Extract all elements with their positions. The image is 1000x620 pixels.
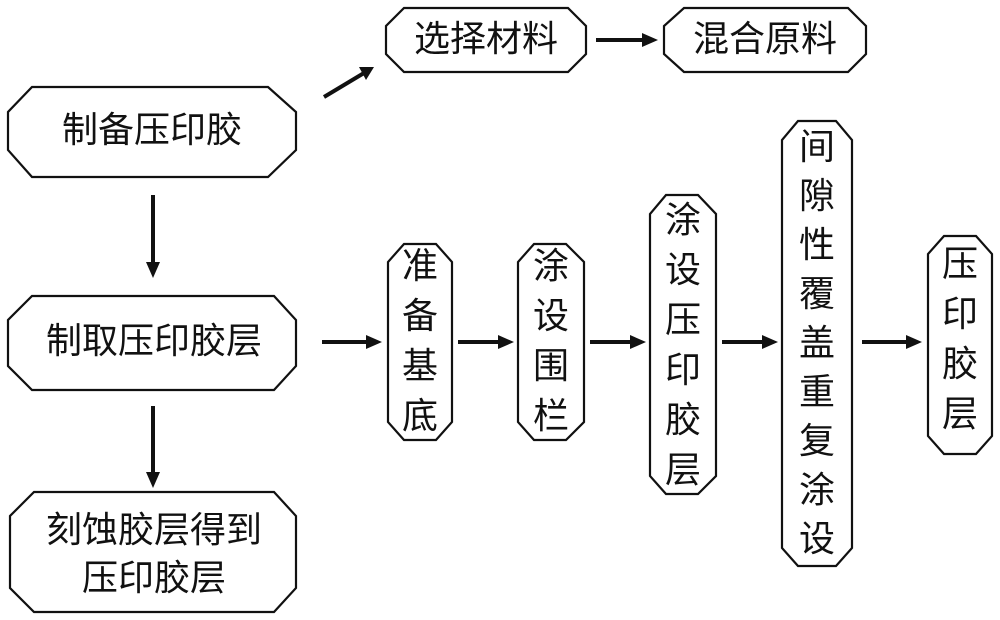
node-coat-fence-char-4: 栏 <box>533 396 569 437</box>
node-prepare-imprint-glue-box <box>6 85 298 179</box>
node-etch-glue-layer-line2: 压印胶层 <box>82 558 226 599</box>
arrow-substrate-to-fence-head <box>498 335 514 349</box>
node-coat-imprint-glue-layer-box <box>648 193 718 496</box>
node-gap-cover-repeat-coating-char-6: 重 <box>799 372 835 413</box>
node-coat-fence-box <box>516 242 586 442</box>
node-select-material-label: 选择材料 <box>414 19 558 60</box>
node-prepare-substrate-box <box>386 242 454 442</box>
node-coat-imprint-glue-layer-char-6: 层 <box>665 450 701 491</box>
node-imprint-glue-layer-char-3: 胶 <box>942 344 978 385</box>
node-prepare-substrate-char-3: 基 <box>402 346 438 387</box>
node-gap-cover-repeat-coating-box <box>780 119 854 568</box>
node-gap-cover-repeat-coating-char-5: 盖 <box>799 323 835 364</box>
node-imprint-glue-layer-char-4: 层 <box>942 394 978 435</box>
node-make-imprint-glue-layer-label: 制取压印胶层 <box>46 321 262 362</box>
node-coat-imprint-glue-layer-char-5: 胶 <box>665 400 701 441</box>
arrow-coat-layer-to-gap-cover-head <box>762 335 778 349</box>
node-gap-cover-repeat-coating-char-3: 性 <box>799 225 835 266</box>
arrow-make-layer-to-substrate-head <box>366 335 382 349</box>
node-prepare-substrate-char-4: 底 <box>402 396 438 437</box>
arrow-select-to-mix-head <box>642 33 658 47</box>
node-coat-imprint-glue-layer-char-1: 涂 <box>665 200 701 241</box>
arrow-prepare-to-select-head <box>359 67 374 80</box>
node-gap-cover-repeat-coating-char-9: 设 <box>799 519 835 560</box>
node-imprint-glue-layer-box <box>926 234 994 456</box>
node-make-imprint-glue-layer-box <box>6 294 298 392</box>
node-mix-raw-material-label: 混合原料 <box>693 19 837 60</box>
arrow-prepare-to-make-layer-head <box>146 262 160 278</box>
node-etch-glue-layer-box <box>8 490 298 614</box>
node-coat-imprint-glue-layer-char-4: 印 <box>665 350 701 391</box>
node-coat-fence-char-1: 涂 <box>533 246 569 287</box>
node-etch-glue-layer-line1: 刻蚀胶层得到 <box>46 510 262 551</box>
node-coat-fence-char-2: 设 <box>533 296 569 337</box>
node-mix-raw-material-box <box>662 6 868 74</box>
node-gap-cover-repeat-coating-char-2: 隙 <box>799 176 835 217</box>
node-gap-cover-repeat-coating-char-7: 复 <box>799 421 835 462</box>
node-prepare-substrate-char-2: 备 <box>402 296 438 337</box>
node-coat-fence-char-3: 围 <box>533 346 569 387</box>
arrow-gap-cover-to-final-layer-head <box>906 335 922 349</box>
arrow-make-layer-to-etch-head <box>146 472 160 488</box>
arrow-prepare-to-select <box>322 71 366 99</box>
node-prepare-substrate-char-1: 准 <box>402 246 438 287</box>
node-select-material-box <box>384 6 588 74</box>
node-coat-imprint-glue-layer-char-3: 压 <box>665 300 701 341</box>
node-imprint-glue-layer-char-2: 印 <box>942 294 978 335</box>
node-gap-cover-repeat-coating-char-4: 覆 <box>799 274 835 315</box>
node-imprint-glue-layer-char-1: 压 <box>942 244 978 285</box>
node-prepare-imprint-glue-label: 制备压印胶 <box>62 110 242 151</box>
arrow-fence-to-coat-layer-head <box>630 335 646 349</box>
node-gap-cover-repeat-coating-char-8: 涂 <box>799 470 835 511</box>
node-coat-imprint-glue-layer-char-2: 设 <box>665 250 701 291</box>
node-gap-cover-repeat-coating-char-1: 间 <box>799 127 835 168</box>
